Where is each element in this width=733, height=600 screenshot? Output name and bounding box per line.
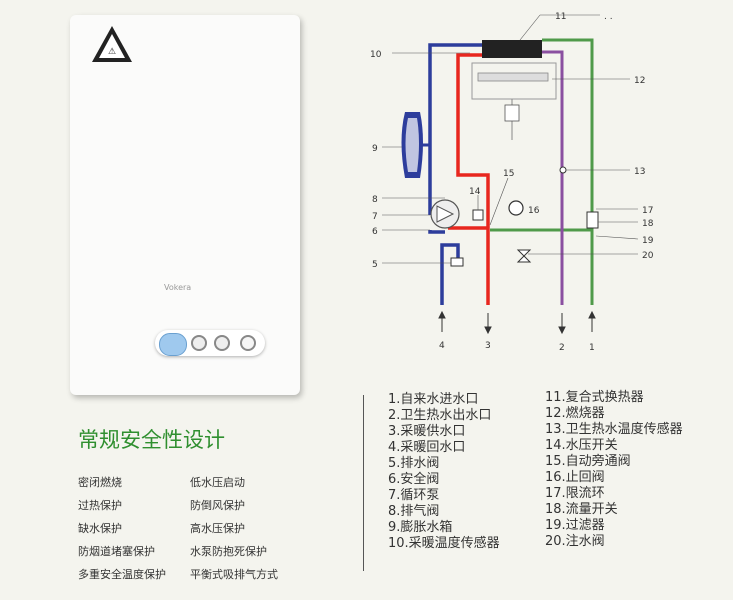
safety-heading: 常规安全性设计 (78, 428, 225, 452)
feature-item: 密闭燃烧 (78, 476, 122, 489)
legend-item: 20.注水阀 (545, 534, 605, 549)
svg-text:20: 20 (642, 251, 654, 261)
burner-box (471, 62, 557, 100)
check-valve (508, 200, 524, 216)
legend-item: 4.采暖回水口 (388, 440, 466, 455)
drain-valve (450, 257, 464, 267)
divider (363, 395, 364, 571)
legend-item: 19.过滤器 (545, 518, 605, 533)
legend-item: 7.循环泵 (388, 488, 440, 503)
boiler-brand-label: Vokera (164, 283, 192, 292)
svg-text:12: 12 (634, 76, 645, 86)
svg-text:9: 9 (372, 144, 378, 154)
svg-text:2: 2 (559, 343, 565, 353)
feature-item: 高水压保护 (190, 522, 245, 535)
feature-item: 低水压启动 (190, 476, 245, 489)
feature-item: 多重安全温度保护 (78, 568, 166, 581)
connection-arrows (438, 310, 596, 335)
legend-item: 12.燃烧器 (545, 406, 605, 421)
heat-exchanger (482, 40, 542, 58)
svg-text:3: 3 (485, 341, 491, 351)
svg-text:18: 18 (642, 219, 654, 229)
pressure-switch (472, 209, 484, 221)
legend-item: 17.限流环 (545, 486, 605, 501)
legend-item: 2.卫生热水出水口 (388, 408, 492, 423)
feature-item: 平衡式吸排气方式 (190, 568, 278, 581)
legend-item: 3.采暖供水口 (388, 424, 466, 439)
svg-text:8: 8 (372, 195, 378, 205)
control-knob (191, 335, 207, 351)
svg-text:4: 4 (439, 341, 445, 351)
legend-item: 10.采暖温度传感器 (388, 536, 500, 551)
svg-text:17: 17 (642, 206, 653, 216)
feature-item: 防倒风保护 (190, 499, 245, 512)
legend-item: 9.膨胀水箱 (388, 520, 453, 535)
svg-text:19: 19 (642, 236, 654, 246)
legend-item: 18.流量开关 (545, 502, 618, 517)
purple-pipe (542, 50, 564, 305)
boiler-schematic: 10 11 . . 12 13 9 8 7 6 5 14 15 16 17 18… (370, 12, 654, 353)
legend-item: 13.卫生热水温度传感器 (545, 422, 683, 437)
flow-switch (586, 211, 599, 229)
warning-triangle-icon: ⚠ (92, 26, 132, 62)
svg-text:7: 7 (372, 212, 378, 222)
svg-text:14: 14 (469, 187, 481, 197)
svg-text:. .: . . (604, 12, 613, 22)
feature-item: 缺水保护 (78, 522, 122, 535)
dhw-sensor (559, 166, 567, 174)
fill-valve (516, 249, 532, 263)
leader-lines (382, 14, 639, 264)
legend-item: 16.止回阀 (545, 470, 605, 485)
feature-item: 防烟道堵塞保护 (78, 545, 155, 558)
svg-text:5: 5 (372, 260, 378, 270)
svg-text:16: 16 (528, 206, 540, 216)
legend-item: 11.复合式换热器 (545, 390, 644, 405)
blue-pipe (428, 43, 482, 305)
legend-item: 6.安全阀 (388, 472, 440, 487)
red-pipe (448, 53, 490, 305)
svg-text:6: 6 (372, 227, 378, 237)
legend-item: 1.自来水进水口 (388, 392, 479, 407)
svg-text:15: 15 (503, 169, 514, 179)
legend-item: 15.自动旁通阀 (545, 454, 631, 469)
legend-item: 14.水压开关 (545, 438, 618, 453)
legend-item: 8.排气阀 (388, 504, 440, 519)
feature-item: 过热保护 (78, 499, 122, 512)
control-knob (240, 335, 256, 351)
boiler-display (159, 333, 187, 356)
svg-text:1: 1 (589, 343, 595, 353)
svg-text:10: 10 (370, 50, 382, 60)
svg-text:11: 11 (555, 12, 566, 22)
svg-text:13: 13 (634, 167, 645, 177)
burner (477, 72, 549, 82)
svg-text:⚠: ⚠ (108, 47, 116, 57)
legend-right: 11.复合式换热器 12.燃烧器 13.卫生热水温度传感器 14.水压开关 15… (545, 390, 683, 550)
legend-item: 5.排水阀 (388, 456, 440, 471)
legend-left: 1.自来水进水口 2.卫生热水出水口 3.采暖供水口 4.采暖回水口 5.排水阀… (388, 392, 500, 552)
feature-item: 水泵防抱死保护 (190, 545, 267, 558)
control-knob (214, 335, 230, 351)
